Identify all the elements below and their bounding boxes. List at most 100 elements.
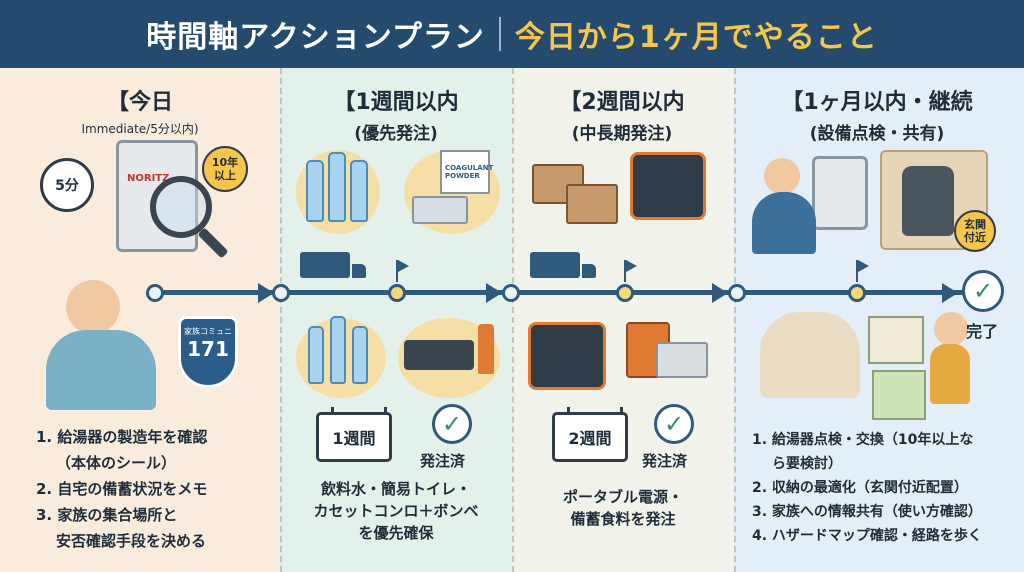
hazard-map-icon: [868, 316, 924, 364]
timer-label: 5分: [55, 178, 79, 194]
column-divider: [512, 68, 514, 572]
portable-power-station-icon: [630, 152, 706, 220]
shield-number: 171: [187, 337, 229, 361]
complete-label: 完了: [966, 322, 999, 341]
toilet-bags-icon: [412, 196, 468, 224]
entrance-tag: 玄関 付近: [954, 210, 996, 252]
gas-canister-icon: [478, 324, 494, 374]
shield-label: 家族コミュニ: [184, 327, 232, 336]
list-item: ら要検討）: [772, 456, 842, 472]
timeline-node: [146, 284, 164, 302]
timeline-node: [728, 284, 746, 302]
month1-title: 【1ヶ月以内・継続: [781, 90, 973, 115]
column-divider: [280, 68, 282, 572]
water-bottle-icon: [350, 160, 368, 222]
timeline-node: [272, 284, 290, 302]
timeline-arrow: [258, 283, 274, 303]
emergency-food-pack-icon: [656, 342, 708, 378]
timeline-node: [388, 284, 406, 302]
milestone-flag-icon: [396, 260, 409, 282]
check-icon: ✓: [654, 404, 694, 444]
water-bottle-icon: [352, 326, 368, 384]
water-bottle-icon: [308, 326, 324, 384]
badge-line1: 10年: [211, 156, 239, 169]
timeline-node: [502, 284, 520, 302]
week1-subtitle: (優先発注): [354, 124, 438, 144]
summary-line: ポータブル電源・: [562, 488, 683, 506]
list-item: （本体のシール）: [56, 454, 177, 472]
order-status: 発注済: [420, 452, 466, 470]
water-heater-icon: [812, 156, 868, 230]
portable-power-station-icon: [528, 322, 606, 390]
week1-title: 【1週間以内: [333, 90, 459, 115]
family-icon: [760, 312, 860, 398]
week1-summary: 飲料水・簡易トイレ・ カセットコンロ＋ボンベ を優先確保: [284, 478, 508, 544]
list-item: 2. 自宅の備蓄状況をメモ: [36, 480, 208, 498]
timeline-node: [616, 284, 634, 302]
person-writing-icon: [46, 330, 156, 410]
calendar-label: 1週間: [332, 429, 376, 448]
summary-line: 飲料水・簡易トイレ・: [320, 480, 471, 498]
cardboard-box-icon: [566, 184, 618, 224]
check-icon: ✓: [432, 404, 472, 444]
page-subtitle: 今日から1ヶ月でやること: [514, 20, 878, 55]
route-landscape-icon: [872, 370, 926, 420]
list-item: 4. ハザードマップ確認・経路を歩く: [752, 528, 982, 544]
summary-line: 備蓄食料を発注: [570, 510, 676, 528]
timeline-arrow: [712, 283, 728, 303]
order-status: 発注済: [642, 452, 688, 470]
walker-head-icon: [934, 312, 968, 346]
summary-line: カセットコンロ＋ボンベ: [313, 502, 479, 520]
technician-head-icon: [764, 158, 800, 194]
water-bottle-icon: [328, 152, 346, 222]
list-item: 3. 家族の集合場所と: [36, 506, 178, 524]
tag-line2: 付近: [964, 231, 986, 244]
person-head-icon: [66, 280, 120, 334]
header-banner: 時間軸アクションプラン 今日から1ヶ月でやること: [0, 0, 1024, 68]
list-item: 1. 給湯器点検・交換（10年以上な: [752, 432, 974, 448]
month1-subtitle: (設備点検・共有): [809, 124, 945, 144]
pack-label: COAGULANT POWDER: [445, 164, 494, 180]
walker-icon: [930, 344, 970, 404]
week2-title: 【2週間以内: [559, 90, 685, 115]
safety-shield-icon: 家族コミュニ 171: [178, 316, 238, 388]
today-heading: 【今日 Immediate/5分以内): [60, 84, 220, 137]
summary-line: を優先確保: [358, 524, 434, 542]
timer-icon: 5分: [40, 158, 94, 212]
page-title: 時間軸アクションプラン: [146, 20, 485, 55]
timeline-node: [848, 284, 866, 302]
list-item: 2. 収納の最適化（玄関付近配置）: [752, 480, 968, 496]
water-bottle-icon: [330, 316, 346, 384]
week2-subtitle: (中長期発注): [571, 124, 673, 144]
month1-heading: 【1ヶ月以内・継続 (設備点検・共有): [752, 84, 1002, 144]
list-item: 3. 家族への情報共有（使い方確認）: [752, 504, 982, 520]
week2-summary: ポータブル電源・ 備蓄食料を発注: [516, 486, 730, 530]
month1-action-list: 1. 給湯器点検・交換（10年以上な ら要検討） 2. 収納の最適化（玄関付近配…: [752, 428, 1022, 548]
title-divider: [498, 17, 501, 51]
emergency-backpack-icon: [902, 166, 954, 236]
timeline-bar: [150, 290, 970, 295]
milestone-flag-icon: [856, 260, 869, 282]
calendar-label: 2週間: [568, 429, 612, 448]
calendar-icon: 1週間: [316, 407, 392, 462]
list-item: 安否確認手段を決める: [56, 532, 207, 550]
today-title: 【今日: [106, 90, 173, 115]
calendar-icon: 2週間: [552, 407, 628, 462]
delivery-truck-icon: [530, 252, 596, 278]
today-action-list: 1. 給湯器の製造年を確認 （本体のシール） 2. 自宅の備蓄状況をメモ 3. …: [36, 424, 276, 554]
timeline-arrow: [942, 283, 958, 303]
complete-check-icon: ✓: [962, 270, 1004, 312]
week1-heading: 【1週間以内 (優先発注): [296, 84, 496, 144]
water-bottle-icon: [306, 160, 324, 222]
magnifier-icon: [150, 176, 212, 238]
column-divider: [734, 68, 736, 572]
ten-years-badge: 10年 以上: [202, 146, 248, 192]
timeline-arrow: [486, 283, 502, 303]
heater-brand: NORITZ: [127, 173, 170, 184]
week2-heading: 【2週間以内 (中長期発注): [522, 84, 722, 144]
technician-icon: [752, 192, 816, 254]
tag-line1: 玄関: [964, 218, 986, 231]
today-subtitle: Immediate/5分以内): [81, 122, 199, 136]
gas-stove-icon: [404, 340, 474, 370]
list-item: 1. 給湯器の製造年を確認: [36, 428, 208, 446]
